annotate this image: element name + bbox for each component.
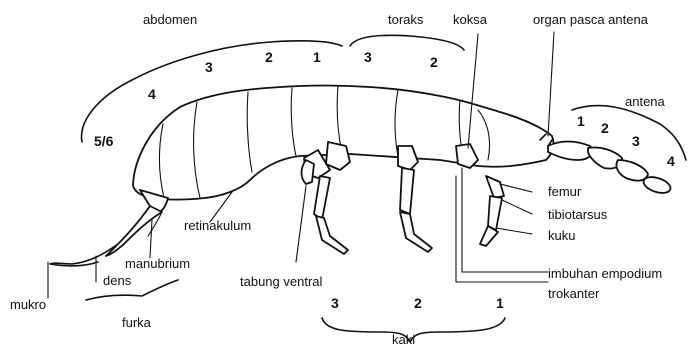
thorax-segment-2: 2 — [430, 54, 438, 70]
label-retinakulum: retinakulum — [184, 218, 251, 233]
label-dens: dens — [103, 273, 132, 288]
abdomen-segment-3: 3 — [205, 59, 213, 75]
abdomen-segment-4: 4 — [148, 86, 156, 102]
thorax-segment-3: 3 — [364, 49, 372, 65]
label-tabung-ventral: tabung ventral — [240, 274, 323, 289]
tabung-ventral-structure — [302, 160, 315, 184]
label-manubrium: manubrium — [125, 256, 190, 271]
abdomen-segment-2: 2 — [265, 49, 273, 65]
label-imbuhan-empodium: imbuhan empodium — [548, 266, 662, 281]
leg-numbers: 3 2 1 — [331, 295, 504, 311]
leg-number-2: 2 — [414, 295, 422, 311]
antenna-segment-4: 4 — [667, 153, 675, 169]
antenna-segment-3: 3 — [632, 133, 640, 149]
label-abdomen: abdomen — [143, 12, 197, 27]
label-kuku: kuku — [548, 228, 575, 243]
label-organ-pasca-antena: organ pasca antena — [533, 12, 649, 27]
abdomen-segment-1: 1 — [313, 49, 321, 65]
leg-3 — [304, 142, 350, 254]
leg-number-1: 1 — [496, 295, 504, 311]
label-trokanter: trokanter — [548, 286, 600, 301]
label-furka: furka — [122, 315, 152, 330]
label-tibiotarsus: tibiotarsus — [548, 207, 608, 222]
label-mukro: mukro — [10, 297, 46, 312]
antenna-segment-1: 1 — [577, 113, 585, 129]
label-kaki: kaki — [392, 332, 415, 346]
antenna-segment-2: 2 — [601, 120, 609, 136]
leg-number-3: 3 — [331, 295, 339, 311]
toraks-brace — [350, 35, 464, 50]
leg-2 — [398, 146, 432, 252]
label-femur: femur — [548, 184, 582, 199]
furka-brace — [86, 280, 178, 300]
abdomen-segment-5-6: 5/6 — [94, 133, 114, 149]
thorax-segment-numbers: 3 2 — [364, 49, 438, 70]
label-koksa: koksa — [453, 12, 488, 27]
label-antena: antena — [625, 94, 666, 109]
label-toraks: toraks — [388, 12, 424, 27]
